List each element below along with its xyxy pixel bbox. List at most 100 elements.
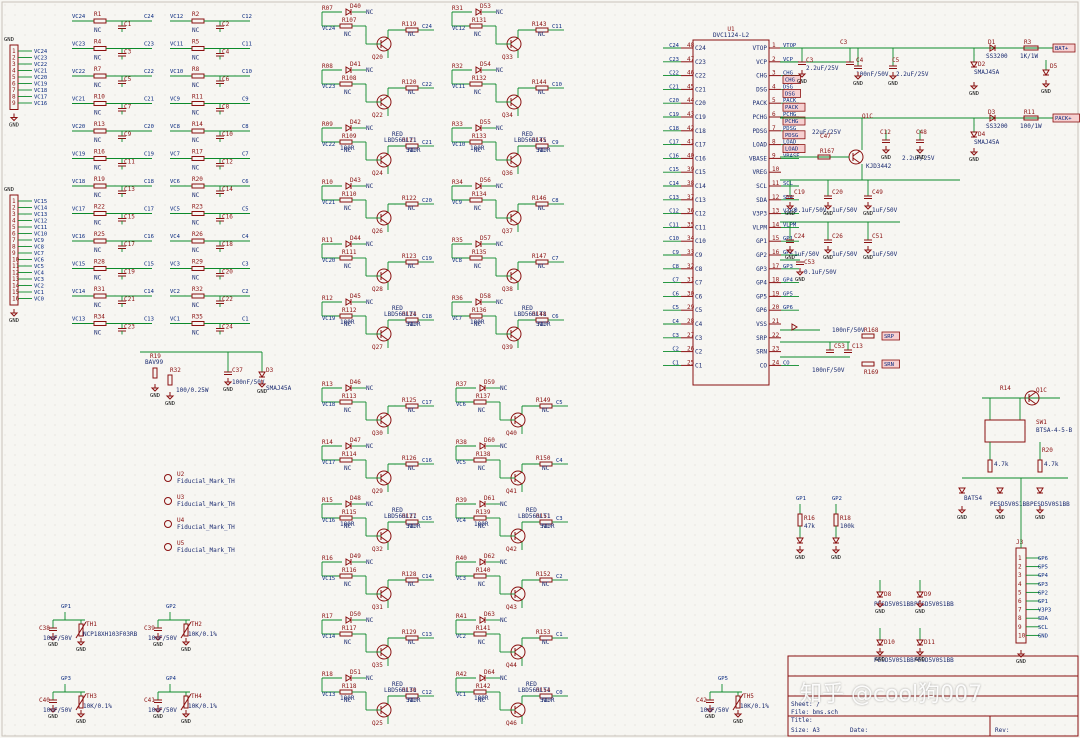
cell-nc-label: NC (344, 581, 352, 588)
cell-nc-label: NC (500, 559, 508, 566)
connector-j1-pin-label: VC20 (34, 75, 47, 81)
ic-u1-right-net: GP1 (783, 236, 793, 242)
ic-u1-pin-number: 48 (687, 42, 695, 49)
connector-j1-pin-number: 1 (12, 48, 16, 55)
cell-resistor-value: 510R (536, 147, 551, 154)
ground-label: GND (153, 714, 163, 720)
resistor-ref: R167 (820, 148, 835, 155)
connector-j3-pin-number: 10 (1018, 632, 1026, 639)
capacitor-ref: C5 (892, 57, 900, 64)
ground-symbol (969, 85, 979, 90)
filter-output-net: C14 (144, 289, 155, 295)
ic-u1-right-net: V3P3 (783, 209, 796, 215)
cell-diode-ref: D57 (480, 235, 491, 242)
cell-diode-ref: D40 (350, 3, 361, 10)
ic-u1-pin-number: 1 (772, 42, 776, 49)
connector-j1-pin-number: 7 (12, 87, 16, 94)
capacitor-value: 0.1uF/50V (804, 269, 837, 276)
ground-label: GND (995, 515, 1005, 521)
diode-value: PESD5V0S1BB (1030, 501, 1070, 508)
ground-label: GND (76, 719, 86, 725)
cell-transistor-value: LBD56GLT1 (518, 687, 551, 694)
cell-nc-label: NC (500, 443, 508, 450)
ic-u1-left-pin-name: C14 (695, 183, 706, 190)
resistor-symbol (167, 374, 173, 386)
ground-symbol (76, 713, 86, 718)
ground-symbol (915, 651, 925, 656)
diode-value: SMAJ45A (266, 385, 292, 392)
transistor-emitter (514, 594, 523, 601)
cell-net-label: VC5 (456, 460, 466, 466)
cell-nc-label: NC (538, 205, 546, 212)
cell-resistor-ref: R37 (456, 381, 467, 388)
connector-j3-pin-label: GND (1038, 633, 1048, 639)
ground-symbol (875, 603, 885, 608)
cell-nc-label: NC (538, 89, 546, 96)
ic-u1-left-net: C10 (669, 236, 679, 242)
ground-symbol (888, 75, 898, 80)
ic-u1-left-net: C3 (672, 333, 679, 339)
filter-output-net: C8 (242, 124, 249, 130)
diode-symbol (876, 639, 884, 646)
ic-u1-left-net: C4 (672, 319, 679, 325)
ground-symbol (969, 151, 979, 156)
ground-symbol (875, 651, 885, 656)
fiducial-mark (164, 474, 172, 482)
thermistor-gp-label: GP1 (61, 604, 71, 610)
cell-output-net: C7 (552, 256, 559, 262)
connector-j2-pin-number: 8 (12, 244, 16, 251)
cell-transistor-ref: Q43 (506, 604, 517, 611)
title-block-rev: Rev: (995, 727, 1009, 734)
cell-nc-label: NC (496, 299, 504, 306)
cell-resistor-ref: R15 (322, 497, 333, 504)
resistor-ref: R11 (1024, 109, 1035, 116)
cell-transistor-value: LBD56GLT1 (384, 513, 417, 520)
filter-resistor-ref: R1 (94, 11, 102, 18)
ic-u1-left-net: C17 (669, 140, 679, 146)
filter-capacitor-ref: C22 (222, 296, 233, 303)
thermistor-gp-label: GP4 (166, 676, 177, 682)
ic-u1-right-net: VBASE (783, 153, 800, 159)
cell-output-net: C18 (422, 314, 432, 320)
cell-diode-ref: D43 (350, 177, 361, 184)
fiducial-mark (164, 520, 172, 528)
cell-base-resistor-ref: R133 (472, 133, 487, 140)
cell-nc-label: NC (366, 559, 374, 566)
resistor-value: 4.7k (994, 461, 1009, 468)
connector-j1-pin-number: 6 (12, 81, 16, 88)
cell-nc-label: NC (366, 67, 374, 74)
connector-j3-pin-label: GP3 (1038, 582, 1048, 588)
cell-base-resistor-ref: R115 (342, 509, 357, 516)
transistor-collector (514, 471, 523, 478)
transistor-emitter (380, 710, 389, 717)
cell-diode-ref: D42 (350, 119, 361, 126)
ground-label: GND (915, 657, 925, 663)
cell-transistor-ref: Q34 (502, 112, 513, 119)
connector-j1-pin-number: 8 (12, 94, 16, 101)
transistor-collector (510, 153, 519, 160)
capacitor-value: 1uF/50V (832, 251, 858, 258)
filter-nc-label: NC (94, 302, 102, 309)
cell-resistor-ref: R12 (322, 295, 333, 302)
cell-output-net: C12 (422, 690, 432, 696)
thermistor-value: 10K/0.1% (188, 703, 217, 710)
transistor-emitter (380, 334, 389, 341)
thermistor-arrow (732, 693, 744, 711)
connector-j3-ref: J3 (1016, 539, 1024, 546)
cell-resistor-ref: R17 (322, 613, 333, 620)
ic-u1-pin-number: 5 (772, 97, 776, 104)
fiducial-value: Fiducial_Mark_TH (177, 501, 235, 508)
ic-u1-left-pin-name: C3 (695, 335, 703, 342)
filter-nc-label: NC (192, 27, 200, 34)
connector-j2-pin-label: VC10 (34, 232, 47, 238)
cell-base-resistor-ref: R142 (476, 683, 491, 690)
cell-base-resistor-ref: R114 (342, 451, 357, 458)
ground-symbol (76, 641, 86, 646)
capacitor-ref: C26 (832, 233, 843, 240)
cell-led-label: RED (522, 131, 533, 138)
resistor-ref: R14 (1000, 385, 1011, 392)
ic-u1-right-pin-name: GP3 (756, 266, 767, 273)
cell-output-net: C10 (552, 82, 562, 88)
ic-u1-right-pin-name: GP2 (756, 252, 767, 259)
cell-nc-label: NC (366, 183, 374, 190)
